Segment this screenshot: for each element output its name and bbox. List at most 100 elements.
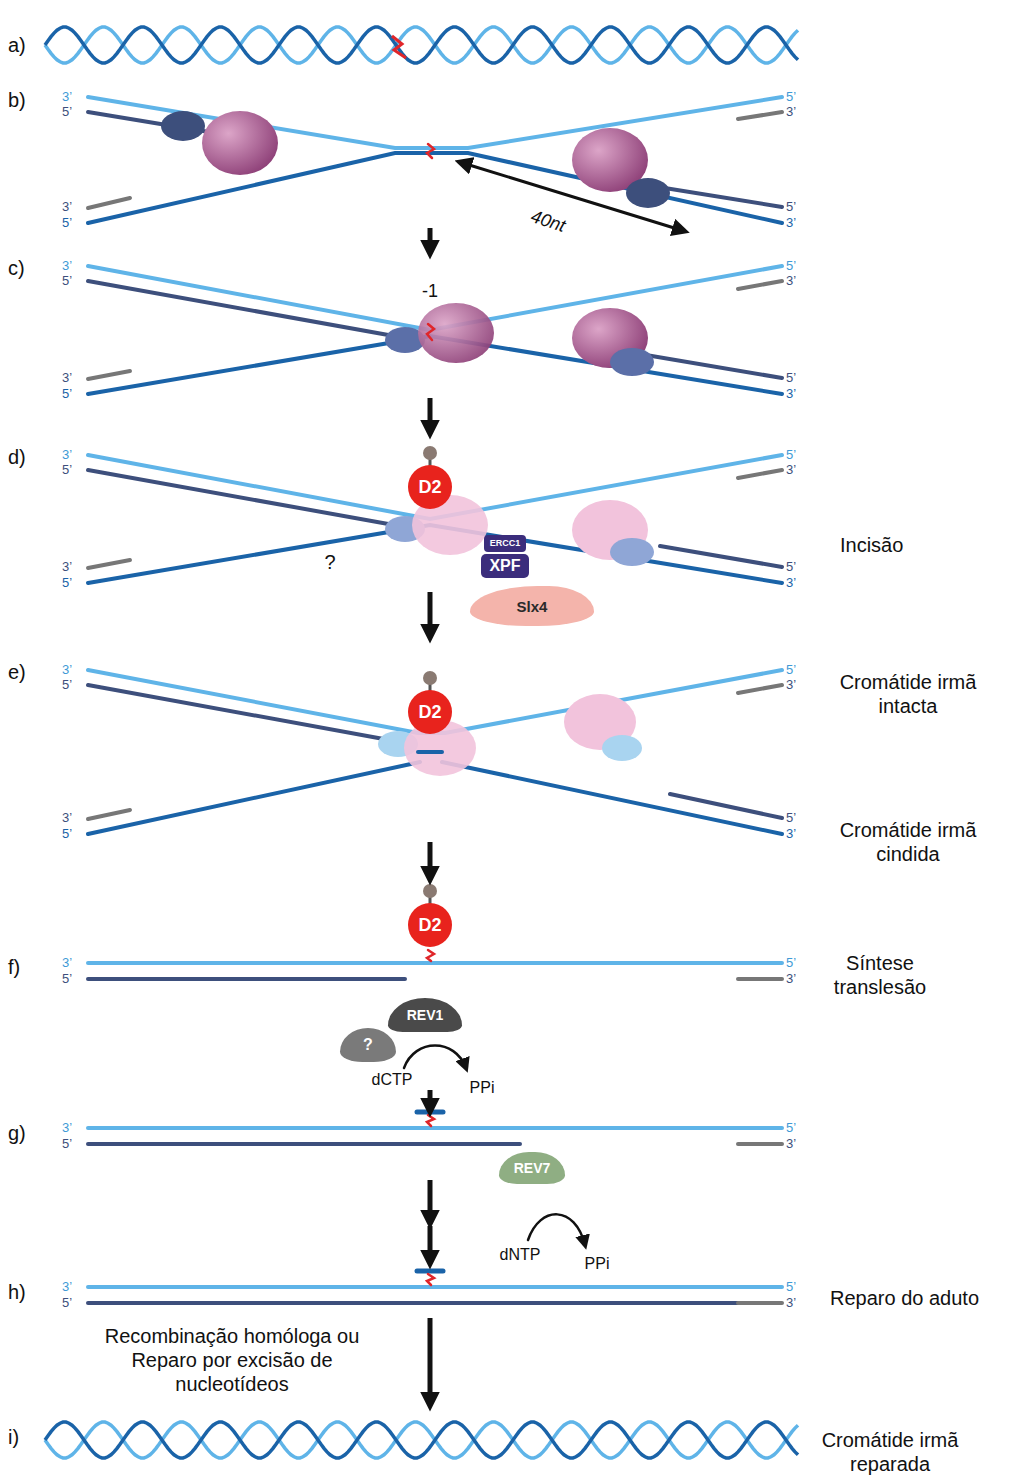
art-ellipse: [602, 735, 642, 761]
art-path: [466, 164, 684, 231]
art-path: [427, 1274, 434, 1285]
label: PPi: [577, 1254, 617, 1273]
art-path: [88, 1126, 782, 1130]
art-line: [428, 1090, 433, 1110]
protein-name: REV1: [407, 1007, 444, 1023]
art-path: [738, 281, 782, 289]
art-path: [88, 961, 782, 965]
label: c): [8, 256, 25, 280]
label: 5’: [786, 810, 796, 826]
art-path: [88, 97, 782, 148]
label: 5’: [62, 971, 72, 987]
label: 3’: [786, 273, 796, 289]
label: b): [8, 88, 26, 112]
art-path: [738, 1142, 782, 1146]
art-ellipse: [161, 111, 205, 141]
crosslink: [392, 36, 406, 58]
art-circle: [423, 671, 437, 685]
label: 3’: [62, 955, 72, 971]
panel-f: [88, 884, 782, 1068]
label: h): [8, 1280, 26, 1304]
label: 3’: [786, 462, 796, 478]
label: a): [8, 33, 26, 57]
art-path: [404, 1046, 466, 1069]
art-path: [88, 281, 405, 338]
art-path: [738, 470, 782, 478]
art-path: [88, 1142, 520, 1146]
art-path: [738, 977, 782, 981]
label: dNTP: [495, 1245, 545, 1264]
art-path: [88, 1301, 738, 1305]
protein-name: REV7: [514, 1160, 551, 1176]
art-path: [418, 750, 442, 754]
art-ellipse: [610, 348, 654, 376]
art-line: [428, 842, 433, 878]
art-path: [427, 1115, 434, 1126]
dna-strand: [45, 1422, 798, 1458]
art-line: [428, 1180, 433, 1222]
art-path: [88, 198, 130, 208]
dna-strand: [45, 27, 798, 63]
panel-d: [88, 446, 782, 583]
art-line: [428, 1226, 433, 1262]
label: 5’: [786, 89, 796, 105]
label: PPi: [462, 1078, 502, 1097]
art-path: [427, 950, 434, 961]
protein-shape: REV1: [388, 998, 462, 1032]
art-path: [88, 977, 405, 981]
art-path: [417, 1269, 443, 1274]
dna-strand: [45, 1422, 798, 1458]
art-path: [88, 470, 405, 527]
label: 5’: [786, 258, 796, 274]
art-path: [88, 670, 782, 733]
label: 5’: [786, 559, 796, 575]
art-path: [88, 371, 130, 379]
label: 5’: [62, 1295, 72, 1311]
panel-e: [88, 670, 782, 834]
label: 5’: [786, 1279, 796, 1295]
label: 3’: [62, 199, 72, 215]
label: 3’: [62, 1120, 72, 1136]
label: 3’: [62, 559, 72, 575]
art-path: [640, 354, 782, 378]
protein-name: XPF: [489, 557, 520, 575]
label: 5’: [786, 955, 796, 971]
protein-name: Slx4: [517, 598, 548, 615]
label: g): [8, 1121, 26, 1145]
art-line: [428, 398, 433, 432]
art-line: [428, 1318, 433, 1404]
art-path: [528, 1214, 585, 1245]
protein-name: D2: [418, 702, 441, 723]
art-path: [88, 560, 130, 568]
art-path: [427, 144, 434, 158]
protein-shape: Slx4: [470, 586, 594, 626]
label: Síntese translesão: [815, 951, 945, 999]
label: 5’: [62, 273, 72, 289]
label: 5’: [62, 462, 72, 478]
label: 5’: [62, 575, 72, 591]
label: 5’: [786, 1120, 796, 1136]
label: Reparo do aduto: [830, 1286, 979, 1310]
label: Incisão: [840, 533, 903, 557]
label: 3’: [786, 575, 796, 591]
art-path: [88, 685, 400, 742]
label: 3’: [786, 1136, 796, 1152]
label: Cromátide irmã cindida: [823, 818, 993, 866]
label: e): [8, 660, 26, 684]
art-path: [88, 810, 130, 819]
art-ellipse: [626, 178, 670, 208]
label: 3’: [786, 1295, 796, 1311]
label: 5’: [62, 386, 72, 402]
double-helix: [45, 27, 798, 1458]
label: 3’: [786, 215, 796, 231]
label: 5’: [62, 677, 72, 693]
label: 5’: [786, 370, 796, 386]
protein-shape: XPF: [481, 554, 529, 578]
step-arrows: [428, 228, 433, 1404]
art-path: [738, 112, 782, 119]
label: 3’: [62, 1279, 72, 1295]
label: 5’: [62, 215, 72, 231]
art-path: [427, 324, 434, 340]
label: dCTP: [367, 1070, 417, 1089]
panel-b: [88, 97, 782, 231]
